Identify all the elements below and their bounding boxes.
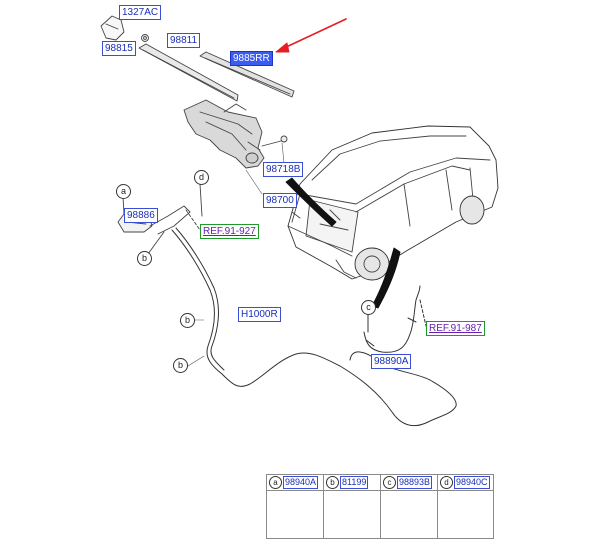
- legend-part-label[interactable]: 81199: [340, 476, 369, 489]
- part-label-9885rr[interactable]: 9885RR: [230, 51, 273, 66]
- wiper-nut: [141, 34, 149, 42]
- motor-leaders: [245, 142, 285, 195]
- callout-b: b: [180, 313, 195, 328]
- legend-letter: d: [440, 476, 453, 489]
- wiper-motor: [183, 99, 288, 169]
- part-label-98811[interactable]: 98811: [167, 33, 201, 48]
- legend-part-label[interactable]: 98940C: [454, 476, 490, 489]
- part-label-98718b[interactable]: 98718B: [263, 162, 304, 177]
- callout-c: c: [361, 300, 376, 315]
- callout-a: a: [116, 184, 131, 199]
- part-label-1327ac[interactable]: 1327AC: [119, 5, 162, 20]
- part-label-h1000r[interactable]: H1000R: [238, 307, 281, 322]
- legend-letter: c: [383, 476, 396, 489]
- reference-link-91-927[interactable]: REF.91-927: [200, 224, 259, 239]
- legend-cell-b: b 81199: [324, 475, 381, 538]
- rear-wiper-indicator: [285, 177, 337, 227]
- legend-part-image: [324, 491, 380, 538]
- legend-part-image: [267, 491, 323, 538]
- wiper-arm-cap: [100, 15, 125, 41]
- washer-hose-98890a: [363, 285, 427, 353]
- legend-part-label[interactable]: 98940A: [283, 476, 319, 489]
- legend-cell-a: a 98940A: [267, 475, 324, 538]
- washer-hose-h1000r: [171, 227, 457, 427]
- legend-cell-c: c 98893B: [381, 475, 438, 538]
- legend-part-label[interactable]: 98893B: [397, 476, 433, 489]
- wiper-blade: [199, 51, 295, 98]
- rear-washer-indicator: [371, 247, 401, 309]
- part-label-98886[interactable]: 98886: [124, 208, 158, 223]
- part-label-98890a[interactable]: 98890A: [371, 354, 412, 369]
- callout-b: b: [137, 251, 152, 266]
- part-label-98700[interactable]: 98700: [263, 193, 297, 208]
- legend-part-image: [438, 491, 493, 538]
- legend-table: a 98940A b 81199 c 98893B d 98940C: [266, 474, 494, 539]
- legend-letter: a: [269, 476, 282, 489]
- part-label-98815[interactable]: 98815: [102, 41, 136, 56]
- highlight-arrow: [275, 18, 347, 53]
- legend-cell-d: d 98940C: [438, 475, 493, 538]
- callout-b: b: [173, 358, 188, 373]
- legend-letter: b: [326, 476, 339, 489]
- legend-part-image: [381, 491, 437, 538]
- callout-d: d: [194, 170, 209, 185]
- car-illustration: [287, 125, 499, 281]
- wiper-arm: [138, 43, 239, 102]
- reference-link-91-987[interactable]: REF.91-987: [426, 321, 485, 336]
